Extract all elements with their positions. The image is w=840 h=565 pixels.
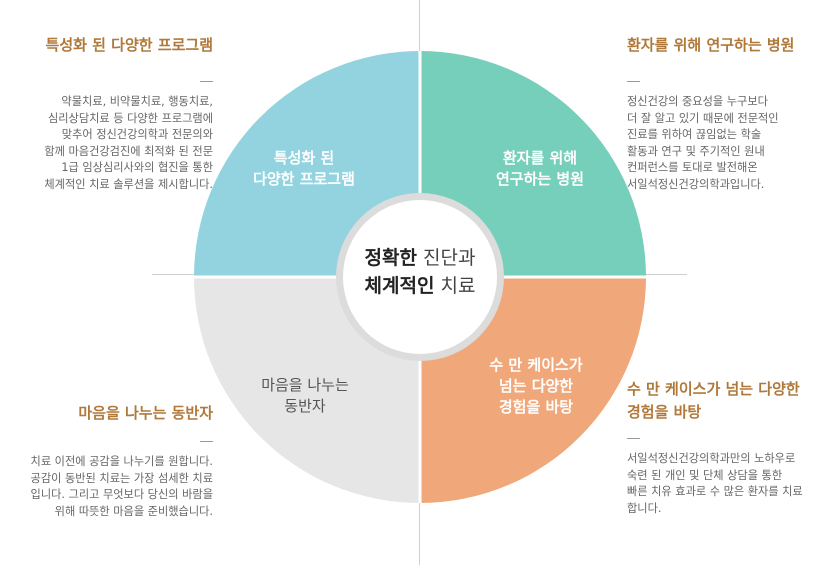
block-desc-top-right: 정신건강의 중요성을 누구보다 더 잘 알고 있기 때문에 전문적인 진료를 위…: [627, 95, 779, 191]
block-title-top-left: 특성화 된 다양한 프로그램: [45, 36, 213, 54]
block-desc-bottom-right: 서일석정신건강의학과만의 노하우로 숙련 된 개인 및 단체 상담을 통한 빠른…: [627, 452, 803, 515]
block-title-bottom-right: 수 만 케이스가 넘는 다양한 경험을 바탕: [627, 380, 800, 421]
center-line-1-bold: 정확한: [364, 247, 417, 269]
segment-label-top-left: 특성화 된 다양한 프로그램: [253, 149, 355, 188]
info-block-top-left: 특성화 된 다양한 프로그램 약물치료, 비약물치료, 행동치료, 심리상담치료…: [8, 34, 213, 193]
center-line-1-rest: 진단과: [416, 247, 476, 269]
center-circle: [343, 200, 497, 354]
block-rule-bottom-left: [200, 441, 213, 442]
center-line-2-bold: 체계적인: [364, 275, 435, 297]
block-title-top-right: 환자를 위해 연구하는 병원: [627, 36, 795, 54]
block-rule-top-right: [627, 81, 640, 82]
info-block-bottom-left: 마음을 나누는 동반자 치료 이전에 공감을 나누기를 원합니다. 공감이 동반…: [0, 402, 213, 520]
segment-label-bottom-left: 마음을 나누는 동반자: [261, 376, 349, 415]
segment-label-top-right: 환자를 위해 연구하는 병원: [495, 149, 585, 188]
info-block-top-right: 환자를 위해 연구하는 병원 정신건강의 중요성을 누구보다 더 잘 알고 있기…: [627, 34, 832, 193]
block-desc-bottom-left: 치료 이전에 공감을 나누기를 원합니다. 공감이 동반된 치료는 가장 섬세한…: [30, 455, 213, 518]
block-rule-bottom-right: [627, 438, 640, 439]
block-rule-top-left: [200, 81, 213, 82]
segment-label-bottom-right: 수 만 케이스가 넘는 다양한 경험을 바탕: [489, 356, 583, 416]
center-line-1: 정확한 진단과: [330, 244, 510, 272]
center-title: 정확한 진단과 체계적인 치료: [330, 244, 510, 300]
block-title-bottom-left: 마음을 나누는 동반자: [78, 404, 213, 422]
block-desc-top-left: 약물치료, 비약물치료, 행동치료, 심리상담치료 등 다양한 프로그램에 맞추…: [44, 95, 213, 191]
center-line-2: 체계적인 치료: [330, 272, 510, 300]
center-line-2-rest: 치료: [434, 275, 476, 297]
info-block-bottom-right: 수 만 케이스가 넘는 다양한 경험을 바탕 서일석정신건강의학과만의 노하우로…: [627, 378, 837, 517]
